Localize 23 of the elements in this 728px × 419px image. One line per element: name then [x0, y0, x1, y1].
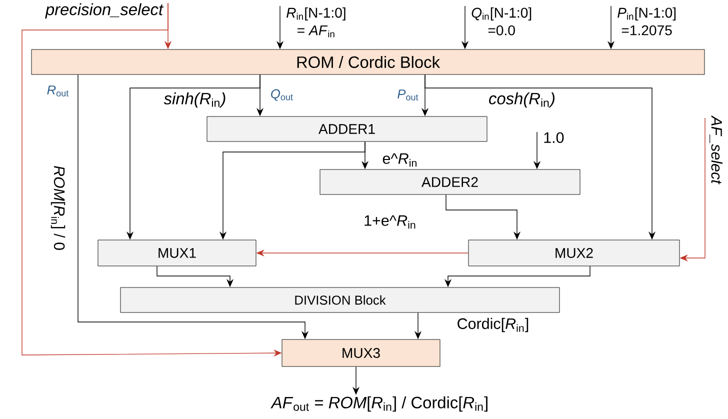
block-box: DIVISION Block — [120, 287, 560, 313]
port-label: Q$_{out}$ — [269, 88, 295, 102]
edge-label: e^R$_{in}$ — [381, 152, 419, 168]
port-label: P$_{out}$ — [396, 88, 420, 102]
mux-box: MUX2 — [468, 240, 680, 266]
input-label: R$_{in}$[N-1:0] = AF$_{in}$ — [286, 7, 346, 38]
edge-label: sinh(R$_{in}$) — [162, 91, 228, 109]
input-label: precision_select — [45, 3, 164, 18]
edge-label: ROM[R$_{in}$] / 0 — [50, 164, 66, 252]
input-label: 1.0 — [544, 132, 564, 143]
input-label: P$_{in}$[N-1:0] =1.2075 — [618, 7, 676, 36]
input-label: Q$_{in}$[N-1:0] =0.0 — [472, 7, 532, 36]
mux-box: MUX1 — [98, 240, 256, 266]
block-box: ADDER1 — [206, 116, 488, 142]
block-box: ADDER2 — [320, 169, 580, 195]
edge-label: 1+e^R$_{in}$ — [362, 214, 418, 230]
edge-label: Cordic[R$_{in}$] — [456, 316, 530, 334]
mux-box: MUX3 — [282, 339, 440, 367]
input-label: AF_select — [710, 115, 722, 184]
output-label: AF$_{out}$ = ROM[R$_{in}$] / Cordic[R$_{in}$] — [270, 396, 488, 412]
edge-label: cosh(R$_{in}$) — [487, 91, 557, 109]
port-label: R$_{out}$ — [46, 84, 70, 98]
block-box: ROM / Cordic Block — [31, 49, 705, 75]
